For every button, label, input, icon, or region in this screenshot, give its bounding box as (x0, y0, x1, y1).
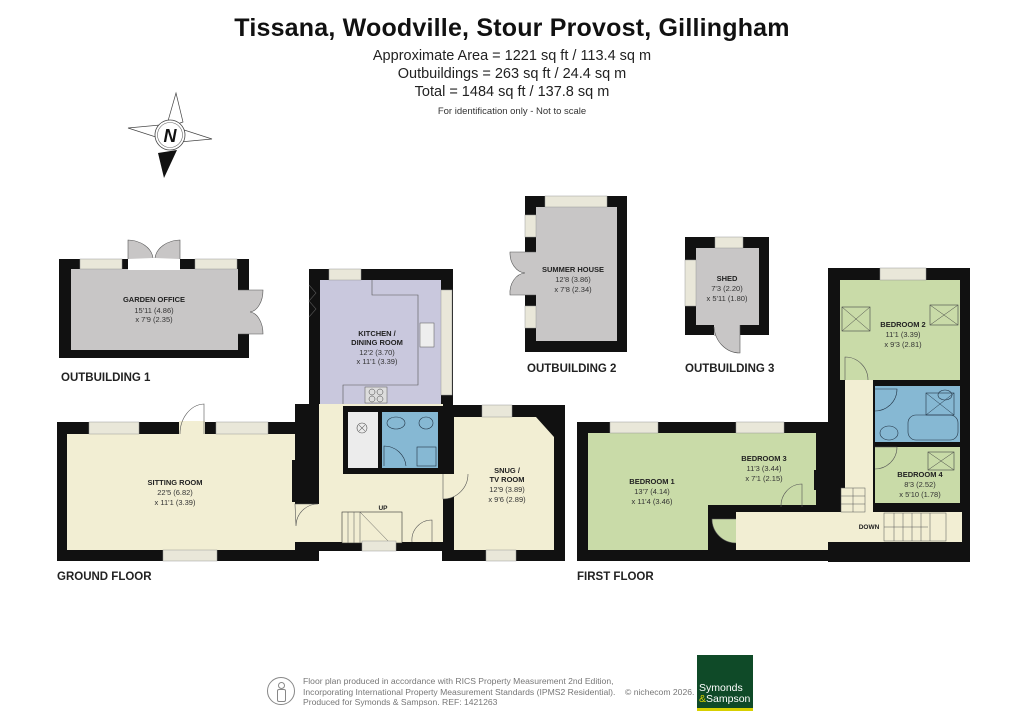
room-name-kitchen-2: DINING ROOM (351, 338, 403, 347)
floor-label-outbuilding-1: OUTBUILDING 1 (61, 372, 151, 384)
room-name-bedroom-2: BEDROOM 2 (880, 320, 925, 329)
room-dim-shed-1: 7'3 (2.20) (711, 284, 743, 293)
symonds-sampson-logo: Symonds &Sampson (697, 655, 753, 711)
outbuilding-2: SUMMER HOUSE 12'8 (3.86) x 7'8 (2.34) OU… (509, 195, 627, 375)
floor-label-outbuilding-3: OUTBUILDING 3 (685, 363, 774, 375)
room-dim-shed-2: x 5'11 (1.80) (707, 294, 748, 303)
footer-line-1: Floor plan produced in accordance with R… (303, 676, 614, 686)
footer-line-3: Produced for Symonds & Sampson. REF: 142… (303, 697, 498, 707)
logo-line-1: Symonds (699, 682, 743, 694)
room-dim-kitchen-2: x 11'1 (3.39) (357, 357, 398, 366)
outbuildings-area: Outbuildings = 263 sq ft / 24.4 sq m (397, 66, 627, 82)
room-dim-sitting-room-2: x 11'1 (3.39) (155, 498, 196, 507)
room-dim-bedroom-2-1: 11'1 (3.39) (885, 330, 921, 339)
floor-label-ground-floor: GROUND FLOOR (57, 571, 152, 583)
room-dim-garden-office-2: x 7'9 (2.35) (135, 315, 173, 324)
stairs-up-label: UP (378, 505, 388, 512)
floor-label-outbuilding-2: OUTBUILDING 2 (527, 363, 616, 375)
room-dim-summer-house-1: 12'8 (3.86) (555, 275, 591, 284)
room-dim-sitting-room-1: 22'5 (6.82) (157, 488, 193, 497)
room-name-bedroom-3: BEDROOM 3 (741, 454, 786, 463)
room-dim-bedroom-1-1: 13'7 (4.14) (634, 487, 670, 496)
north-compass-icon: N (127, 91, 213, 178)
logo-line-2: &Sampson (699, 693, 750, 705)
room-dim-bedroom-3-2: x 7'1 (2.15) (745, 474, 783, 483)
room-dim-bedroom-3-1: 11'3 (3.44) (746, 464, 782, 473)
room-name-shed: SHED (717, 274, 738, 283)
footer-text: Floor plan produced in accordance with R… (303, 676, 694, 708)
logo-ampersand: & (699, 693, 707, 705)
person-body-shape (277, 689, 286, 702)
page-title: Tissana, Woodville, Stour Provost, Gilli… (234, 14, 790, 42)
disclaimer-note: For identification only - Not to scale (437, 106, 587, 117)
approximate-area: Approximate Area = 1221 sq ft / 113.4 sq… (372, 48, 652, 64)
room-dim-snug-1: 12'9 (3.89) (489, 485, 525, 494)
floor-label-first-floor: FIRST FLOOR (577, 571, 654, 583)
room-name-bedroom-4: BEDROOM 4 (897, 470, 943, 479)
first-floor: BEDROOM 1 13'7 (4.14) x 11'4 (3.46) BEDR… (577, 267, 970, 583)
stairs-down-label: DOWN (859, 524, 880, 531)
outbuilding-1: GARDEN OFFICE 15'11 (4.86) x 7'9 (2.35) … (59, 239, 264, 384)
room-dim-summer-house-2: x 7'8 (2.34) (554, 285, 592, 294)
person-head-shape (278, 682, 285, 689)
footer-line-2: Incorporating International Property Mea… (303, 686, 616, 697)
room-dim-kitchen-1: 12'2 (3.70) (359, 348, 395, 357)
room-dim-garden-office-1: 15'11 (4.86) (134, 306, 174, 315)
room-dim-bedroom-4-2: x 5'10 (1.78) (899, 490, 941, 499)
ground-floor: KITCHEN / DINING ROOM 12'2 (3.70) x 11'1… (57, 268, 565, 583)
room-name-kitchen-1: KITCHEN / (358, 329, 396, 338)
logo-line-2-text: Sampson (706, 693, 751, 705)
compass-letter: N (164, 126, 178, 146)
room-name-sitting-room: SITTING ROOM (148, 478, 203, 487)
room-dim-bedroom-4-1: 8'3 (2.52) (904, 480, 936, 489)
total-area: Total = 1484 sq ft / 137.8 sq m (414, 84, 610, 100)
room-dim-bedroom-1-2: x 11'4 (3.46) (632, 497, 673, 506)
person-in-circle-icon (267, 677, 295, 705)
room-name-snug-1: SNUG / (494, 466, 521, 475)
room-name-garden-office: GARDEN OFFICE (123, 295, 185, 304)
footer-copyright: © nichecom 2026. (625, 686, 695, 697)
room-name-summer-house: SUMMER HOUSE (542, 265, 604, 274)
room-name-bedroom-1: BEDROOM 1 (629, 477, 674, 486)
outbuilding-3: SHED 7'3 (2.20) x 5'11 (1.80) OUTBUILDIN… (684, 236, 774, 375)
room-name-snug-2: TV ROOM (490, 475, 525, 484)
room-dim-snug-2: x 9'6 (2.89) (488, 495, 526, 504)
room-dim-bedroom-2-2: x 9'3 (2.81) (884, 340, 922, 349)
